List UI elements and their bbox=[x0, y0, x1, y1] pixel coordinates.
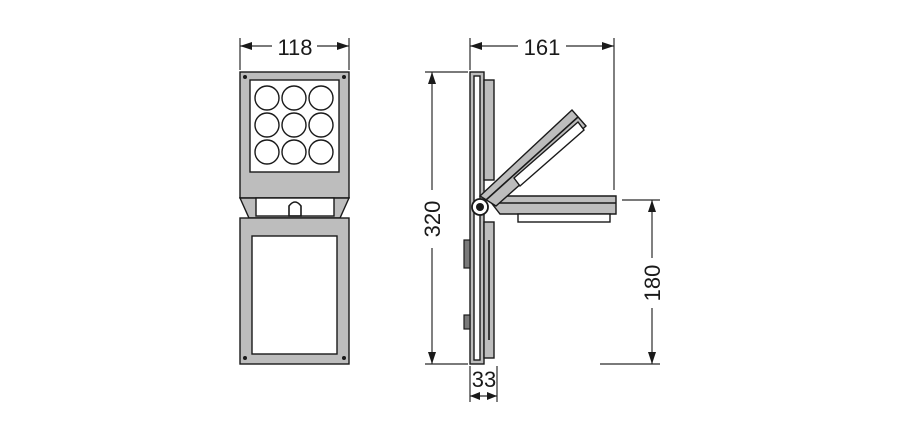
head-tilted bbox=[478, 108, 587, 207]
side-view: 161 320 180 33 bbox=[420, 35, 665, 402]
pivot-joint bbox=[471, 198, 489, 216]
pivot-height-dimension: 180 bbox=[600, 199, 665, 365]
base-depth-label: 33 bbox=[472, 367, 496, 392]
led-array bbox=[254, 85, 334, 165]
front-view: 118 bbox=[238, 35, 351, 365]
side-depth-label: 161 bbox=[524, 35, 561, 60]
luminaire-head bbox=[238, 71, 351, 219]
height-dimension: 320 bbox=[420, 71, 468, 365]
front-width-label: 118 bbox=[277, 35, 312, 60]
base-depth-dimension: 33 bbox=[469, 366, 498, 402]
head-horizontal bbox=[484, 195, 617, 223]
pivot-height-label: 180 bbox=[640, 265, 665, 302]
front-width-dimension: 118 bbox=[239, 35, 350, 70]
side-depth-dimension: 161 bbox=[469, 35, 615, 190]
total-height-label: 320 bbox=[420, 201, 445, 238]
luminaire-body bbox=[239, 217, 350, 365]
side-body bbox=[463, 71, 495, 365]
